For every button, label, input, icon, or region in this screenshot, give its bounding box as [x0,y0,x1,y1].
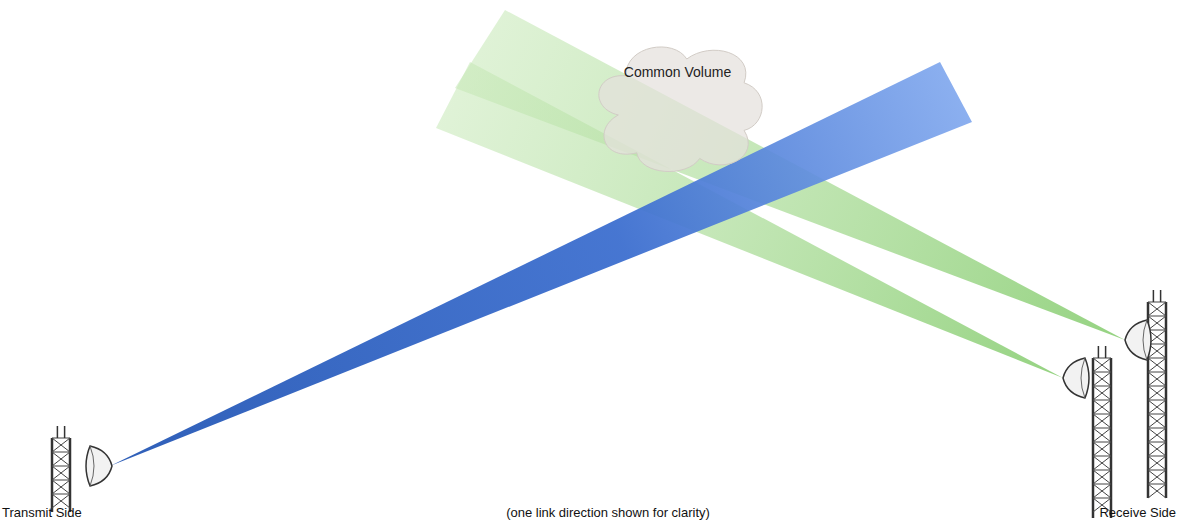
lattice-tower [1093,346,1111,518]
side-label: Transmit Side [2,505,82,520]
common-volume-cloud: Common Volume [585,38,770,178]
dish-antenna [1125,320,1151,360]
cloud-outline [585,38,770,178]
transmit-beam [110,62,972,466]
side-label: Receive Side [1099,505,1176,520]
dish-antenna [1063,358,1089,398]
footnote: (one link direction shown for clarity) [506,505,710,520]
lattice-tower [1148,290,1166,498]
cloud-label: Common Volume [585,64,770,80]
lattice-tower [52,426,70,512]
antenna-towers [52,290,1166,518]
dish-antenna [86,446,112,486]
